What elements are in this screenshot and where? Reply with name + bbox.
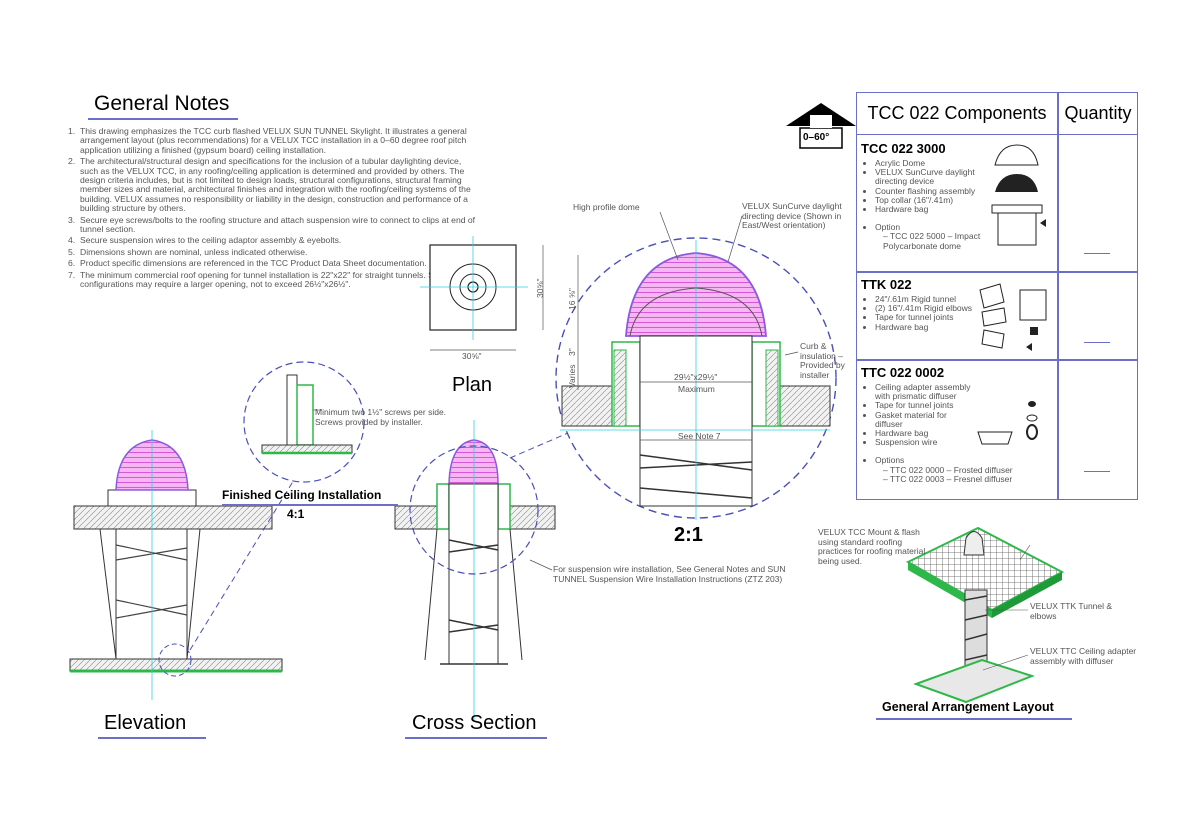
- detail-scale: 2:1: [674, 524, 703, 546]
- note-item: 3.Secure eye screws/bolts to the roofing…: [68, 214, 476, 235]
- section-title: TTK 022: [861, 277, 912, 292]
- plan-view: [420, 236, 544, 351]
- list-item: Hardware bag: [875, 428, 1045, 438]
- suspension-callout: For suspension wire installation, See Ge…: [553, 564, 786, 584]
- ga-ttk-callout: VELUX TTK Tunnel & elbows: [1030, 601, 1113, 621]
- note-item: 5.Dimensions shown are nominal, unless i…: [68, 246, 308, 257]
- ga-tcc-callout: VELUX TCC Mount & flash using standard r…: [818, 527, 926, 566]
- components-table: TCC 022 Components Quantity TCC 022 3000…: [856, 92, 1138, 500]
- section-ttk-022: TTK 022 24"/.61m Rigid tunnel (2) 16"/.4…: [861, 277, 1056, 332]
- table-divider: [857, 271, 1137, 273]
- see-note: See Note 7: [678, 431, 721, 441]
- dim-3: 3": [567, 348, 577, 356]
- title-underline: [88, 118, 238, 120]
- list-item: Counter flashing assembly: [875, 186, 1000, 196]
- list-item: Suspension wire: [875, 438, 1045, 447]
- plan-dim-height: 30⅝": [535, 278, 545, 298]
- list-item: – TTC 022 0003 – Fresnel diffuser: [883, 473, 1013, 484]
- list-item: Top collar (16"/.41m): [875, 195, 1000, 205]
- list-item: – TTC 022 0000 – Frosted diffuser: [883, 464, 1013, 475]
- cross-section-title: Cross Section: [412, 712, 537, 734]
- general-notes-list: 1.This drawing emphasizes the TCC curb f…: [68, 126, 478, 292]
- list-item: – TCC 022 5000 – Impact Polycarbonate do…: [883, 231, 981, 251]
- list-item: Tape for tunnel joints: [875, 313, 1000, 322]
- section-ttc-022-0002: TTC 022 0002 Ceiling adapter assembly wi…: [861, 365, 1056, 484]
- note-item: 7.The minimum commercial roof opening fo…: [68, 269, 477, 290]
- list-item: Tape for tunnel joints: [875, 401, 955, 410]
- dome-callout: High profile dome: [573, 202, 640, 212]
- quantity-blank: [1084, 253, 1110, 254]
- note-item: 1.This drawing emphasizes the TCC curb f…: [68, 126, 467, 155]
- general-arrangement-title: General Arrangement Layout: [882, 700, 1054, 714]
- list-item: (2) 16"/.41m Rigid elbows: [875, 303, 1000, 313]
- elevation-title: Elevation: [104, 712, 187, 734]
- dim-16: 16 ⅝": [567, 288, 577, 310]
- quantity-blank: [1084, 471, 1110, 472]
- max-dim: 29½"x29½": [674, 372, 718, 382]
- note-item: 4.Secure suspension wires to the ceiling…: [68, 235, 342, 246]
- cross-section-view: [394, 420, 576, 720]
- finished-ceiling-detail: [243, 361, 365, 483]
- plan-dim-width: 30⅝": [462, 351, 482, 361]
- list-item: Hardware bag: [875, 322, 1000, 332]
- list-item: Gasket material for diffuser: [875, 410, 955, 429]
- title-underline: [876, 718, 1072, 720]
- finished-ceiling-scale: 4:1: [287, 507, 305, 521]
- title-underline: [405, 737, 547, 739]
- pitch-badge-text: 0–60°: [803, 132, 830, 143]
- quantity-blank: [1084, 342, 1110, 343]
- note-item: 2.The architectural/structural design an…: [68, 156, 471, 214]
- elevation-view: [69, 430, 301, 700]
- list-item: VELUX SunCurve daylight directing device: [875, 167, 1000, 186]
- plan-title: Plan: [452, 374, 493, 396]
- section-title: TTC 022 0002: [861, 365, 945, 380]
- ga-ttc-callout: VELUX TTC Ceiling adapter assembly with …: [1030, 646, 1137, 666]
- dim-varies: Varies: [567, 364, 577, 388]
- max-label: Maximum: [678, 384, 715, 394]
- list-item: Option: [875, 223, 1000, 232]
- col-quantity-header: Quantity: [1058, 93, 1138, 135]
- title-underline: [222, 504, 398, 506]
- list-item: Ceiling adapter assembly with prismatic …: [875, 382, 985, 401]
- list-item: Options: [875, 456, 1045, 465]
- pitch-icon: [786, 103, 856, 149]
- suncurve-callout: VELUX SunCurve daylight directing device…: [742, 201, 842, 230]
- table-divider: [857, 359, 1137, 361]
- finished-ceiling-title: Finished Ceiling Installation: [222, 488, 382, 502]
- curb-callout: Curb & insulation – Provided by installe…: [800, 341, 845, 380]
- list-item: Hardware bag: [875, 204, 1000, 214]
- general-arrangement-drawing: [905, 526, 1065, 704]
- list-item: 24"/.61m Rigid tunnel: [875, 294, 1000, 304]
- general-notes-title: General Notes: [94, 92, 230, 115]
- section-tcc-022-3000: TCC 022 3000 Acrylic Dome VELUX SunCurve…: [861, 141, 1056, 251]
- section-title: TCC 022 3000: [861, 141, 946, 156]
- detail-2-1: [555, 211, 837, 520]
- component-icons: [977, 144, 1047, 445]
- screws-callout: Minimum two 1½" screws per side. Screws …: [315, 407, 447, 427]
- title-underline: [98, 737, 206, 739]
- table-divider: [1057, 93, 1059, 499]
- note-item: 6.Product specific dimensions are refere…: [68, 258, 427, 269]
- col-components-header: TCC 022 Components: [857, 93, 1057, 135]
- list-item: Acrylic Dome: [875, 158, 1000, 168]
